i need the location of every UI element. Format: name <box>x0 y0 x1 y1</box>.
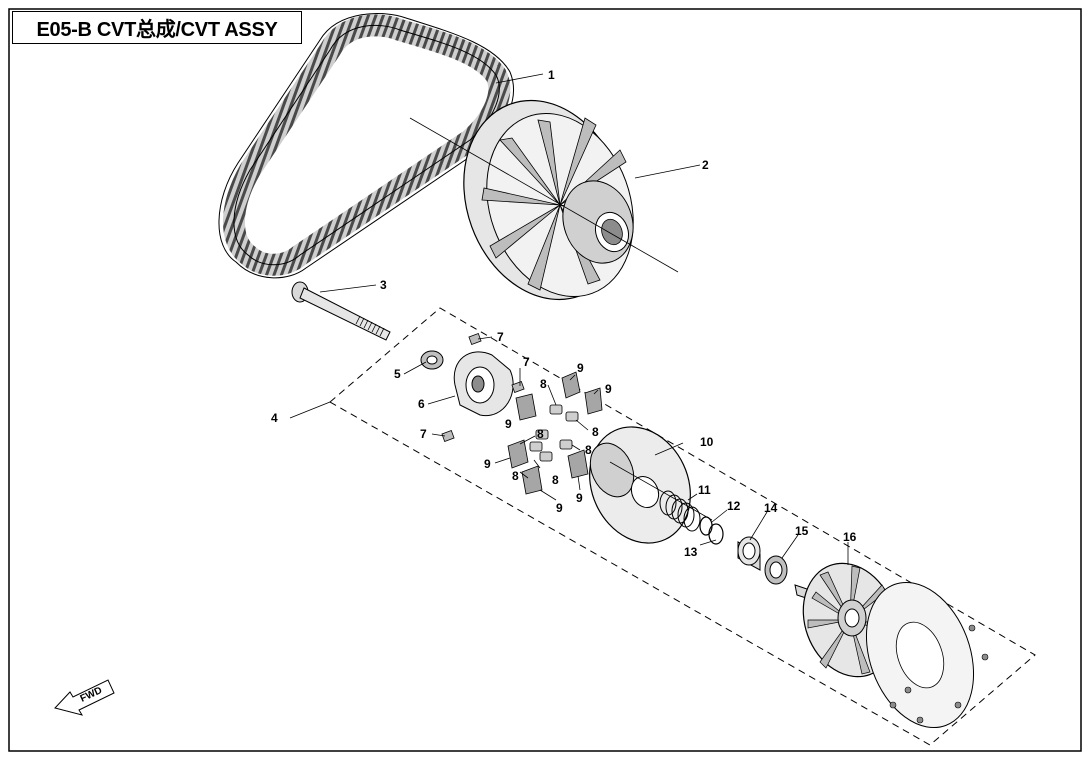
callout-14: 14 <box>764 501 778 515</box>
sleeve <box>737 536 761 571</box>
callout-5: 5 <box>394 367 401 381</box>
callout-numbers: 1 2 3 4 5 6 7 7 7 8 8 8 8 8 8 9 9 9 9 9 … <box>271 68 857 559</box>
callout-11: 11 <box>698 483 711 497</box>
callout-7c: 7 <box>420 427 427 441</box>
callout-13: 13 <box>684 545 698 559</box>
callout-8d: 8 <box>585 443 592 457</box>
drive-clutch-assembly-boundary <box>329 307 1036 746</box>
drawing-border <box>8 8 1082 752</box>
callout-8c: 8 <box>537 427 544 441</box>
callout-8f: 8 <box>512 469 519 483</box>
spring <box>659 490 701 532</box>
callout-12: 12 <box>727 499 741 513</box>
callout-10: 10 <box>700 435 714 449</box>
callout-9d: 9 <box>484 457 491 471</box>
cover-plate <box>865 581 989 729</box>
ramp-blocks <box>507 371 603 495</box>
roller-weights <box>529 404 579 462</box>
callout-4: 4 <box>271 411 278 425</box>
bearing <box>764 555 788 585</box>
washers <box>699 516 724 545</box>
callout-9a: 9 <box>577 361 584 375</box>
driven-clutch <box>463 99 634 301</box>
forward-direction-arrow: FWD <box>54 679 115 716</box>
center-bolt <box>291 281 391 341</box>
callout-8a: 8 <box>540 377 547 391</box>
bushing-parts <box>441 333 525 442</box>
callout-9f: 9 <box>556 501 563 515</box>
callout-9b: 9 <box>605 382 612 396</box>
drive-belt <box>218 13 514 279</box>
callout-9e: 9 <box>576 491 583 505</box>
callout-16: 16 <box>843 530 857 544</box>
ramp-plate <box>453 351 514 417</box>
callout-15: 15 <box>795 524 809 538</box>
callout-8b: 8 <box>592 425 599 439</box>
callout-1: 1 <box>548 68 555 82</box>
callout-6: 6 <box>418 397 425 411</box>
callout-9c: 9 <box>505 417 512 431</box>
callout-3: 3 <box>380 278 387 292</box>
callout-8e: 8 <box>552 473 559 487</box>
diagram-title: E05-B CVT总成/CVT ASSY <box>12 11 302 44</box>
nut <box>420 350 444 370</box>
callout-2: 2 <box>702 158 709 172</box>
callout-7a: 7 <box>497 330 504 344</box>
leader-lines <box>289 73 849 565</box>
callout-7b: 7 <box>523 355 530 369</box>
